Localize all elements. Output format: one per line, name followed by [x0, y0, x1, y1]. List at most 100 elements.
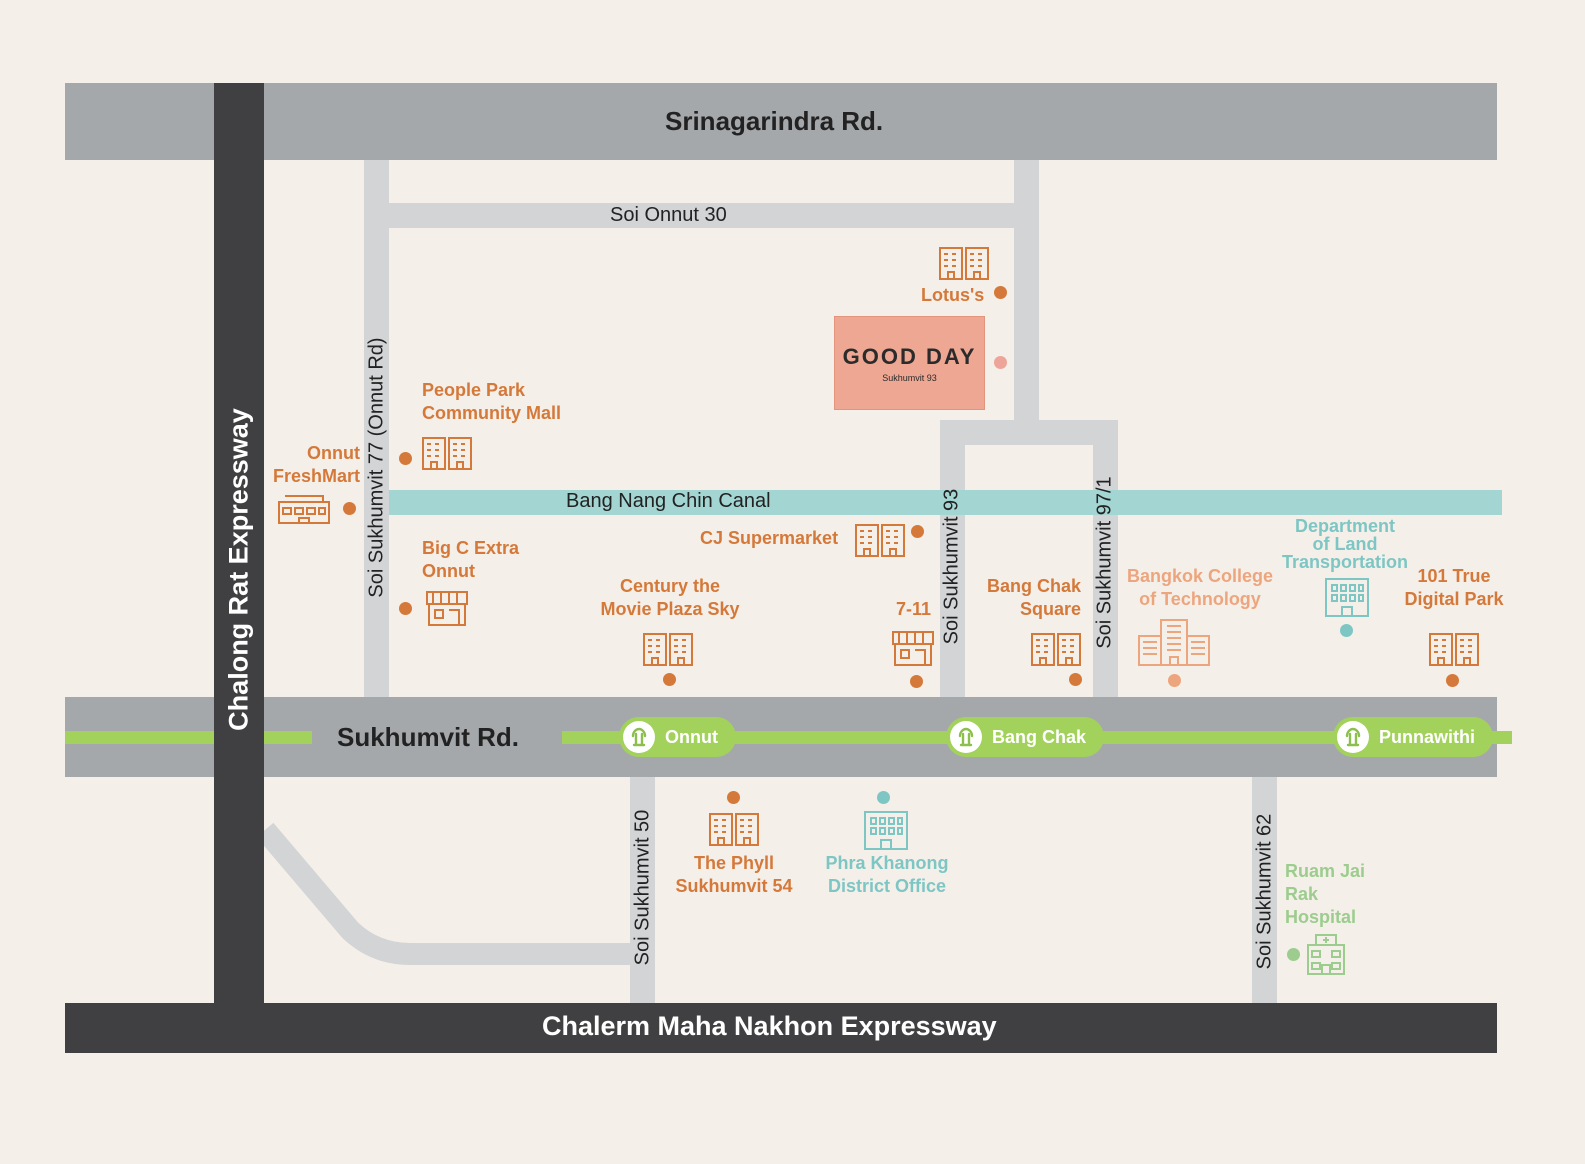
place-bigc-line2: Onnut [422, 561, 475, 581]
place-people-park-line1: People Park [422, 380, 526, 400]
building-icon [939, 247, 989, 280]
soi-onnut-30-road [389, 203, 1019, 228]
place-bangchak-square: Bang Chak Square [971, 575, 1081, 621]
place-dot [910, 675, 923, 688]
project-brand: GOOD DAY [842, 343, 977, 369]
soi-onnut-30-label: Soi Onnut 30 [610, 204, 727, 226]
place-dot [727, 791, 740, 804]
soi-97-1-road [1093, 420, 1118, 697]
sukhumvit-label: Sukhumvit Rd. [337, 722, 520, 752]
soi-connector-top [940, 420, 1118, 445]
market-icon [278, 495, 330, 524]
place-101-true-line2: Digital Park [1404, 589, 1504, 609]
place-dlt-line3: Transportation [1281, 552, 1408, 572]
place-phra-khanong: Phra Khanong District Office [812, 852, 962, 898]
place-people-park: People Park Community Mall [422, 379, 561, 425]
place-seven-eleven: 7-11 [896, 599, 932, 619]
bts-icon [1337, 721, 1369, 753]
place-dot [399, 452, 412, 465]
place-dot [994, 286, 1007, 299]
hospital-icon [1307, 934, 1345, 975]
place-phra-khanong-line2: District Office [827, 876, 947, 896]
place-101-true: 101 True Digital Park [1394, 565, 1514, 611]
good-day-project[interactable]: GOOD DAY Sukhumvit 93 [834, 316, 985, 410]
place-dot [343, 502, 356, 515]
project-dot [994, 356, 1007, 369]
station-bang-chak[interactable]: Bang Chak [946, 717, 1105, 757]
building-icon [855, 524, 905, 557]
chalerm-maha-nakhon-expressway [65, 1003, 1497, 1053]
place-century: Century the Movie Plaza Sky [592, 575, 748, 621]
project-sub: Sukhumvit 93 [882, 372, 937, 383]
place-bangkok-college-line1: Bangkok College [1126, 566, 1274, 586]
place-onnut-freshmart-line2: FreshMart [272, 466, 360, 486]
place-bangchak-square-line2: Square [1019, 599, 1081, 619]
place-century-line2: Movie Plaza Sky [600, 599, 740, 619]
bang-nang-chin-canal [389, 490, 1502, 515]
curved-soi-road [260, 822, 640, 965]
place-ruam-line3: Hospital [1285, 907, 1357, 927]
soi-62-label: Soi Sukhumvit 62 [1253, 813, 1276, 970]
place-ruam-line1: Ruam Jai [1285, 861, 1366, 881]
place-ruam-line2: Rak [1285, 884, 1319, 904]
college-icon [1138, 619, 1210, 666]
place-onnut-freshmart: Onnut FreshMart [270, 442, 360, 488]
building-icon [1031, 633, 1081, 666]
store-icon [892, 631, 934, 666]
building-icon [422, 437, 472, 470]
place-bangchak-square-line1: Bang Chak [986, 576, 1081, 596]
place-dot [1069, 673, 1082, 686]
place-the-phyll: The Phyll Sukhumvit 54 [664, 852, 804, 898]
place-dot [1287, 948, 1300, 961]
place-bangkok-college-line2: of Technology [1139, 589, 1261, 609]
building-icon [709, 813, 759, 846]
place-dot [399, 602, 412, 615]
place-dot [911, 525, 924, 538]
place-lotus: Lotus's [921, 285, 985, 305]
place-ruam-jai-rak-hospital: Ruam Jai Rak Hospital [1285, 860, 1365, 929]
building-icon [643, 633, 693, 666]
station-punnawithi-label: Punnawithi [1379, 726, 1475, 747]
bts-line-left [65, 731, 312, 744]
soi-50-label: Soi Sukhumvit 50 [631, 809, 654, 966]
place-dot [1168, 674, 1181, 687]
place-dot [877, 791, 890, 804]
soi-77-road [364, 160, 389, 697]
soi-50-road [630, 777, 655, 1003]
bts-icon [950, 721, 982, 753]
place-onnut-freshmart-line1: Onnut [307, 443, 360, 463]
chalerm-label: Chalerm Maha Nakhon Expressway [542, 1011, 997, 1041]
place-the-phyll-line1: The Phyll [693, 853, 774, 873]
place-people-park-line2: Community Mall [422, 403, 562, 423]
place-bigc: Big C Extra Onnut [422, 537, 519, 583]
chalong-rat-expressway [214, 83, 264, 1003]
place-century-line1: Century the [619, 576, 720, 596]
srinagarindra-road [65, 83, 1497, 160]
building-icon [1429, 633, 1479, 666]
station-punnawithi[interactable]: Punnawithi [1333, 717, 1493, 757]
soi-onnut-30-east-branch [1014, 160, 1039, 420]
place-bigc-line1: Big C Extra [422, 538, 520, 558]
place-dlt-line2: of Land [1312, 534, 1378, 554]
place-dlt: Department of Land Transportation [1270, 517, 1420, 571]
soi-93-label: Soi Sukhumvit 93 [940, 488, 963, 645]
place-the-phyll-line2: Sukhumvit 54 [675, 876, 793, 896]
bts-icon [623, 721, 655, 753]
station-onnut[interactable]: Onnut [619, 717, 736, 757]
place-dot [1446, 674, 1459, 687]
place-cj-supermarket: CJ Supermarket [700, 528, 839, 548]
place-bangkok-college: Bangkok College of Technology [1120, 565, 1280, 611]
place-101-true-line1: 101 True [1417, 566, 1491, 586]
soi-93-road [940, 420, 965, 697]
chalong-label: Chalong Rat Expressway [223, 408, 254, 731]
place-dlt-line1: Department [1294, 516, 1396, 536]
srinagarindra-label: Srinagarindra Rd. [665, 106, 884, 136]
station-onnut-label: Onnut [665, 726, 718, 747]
soi-62-road [1252, 777, 1277, 1003]
station-bang-chak-label: Bang Chak [992, 726, 1087, 747]
office-icon [864, 811, 908, 850]
office-icon [1325, 578, 1369, 617]
canal-label: Bang Nang Chin Canal [566, 490, 771, 512]
place-dot [1340, 624, 1353, 637]
place-dot [663, 673, 676, 686]
